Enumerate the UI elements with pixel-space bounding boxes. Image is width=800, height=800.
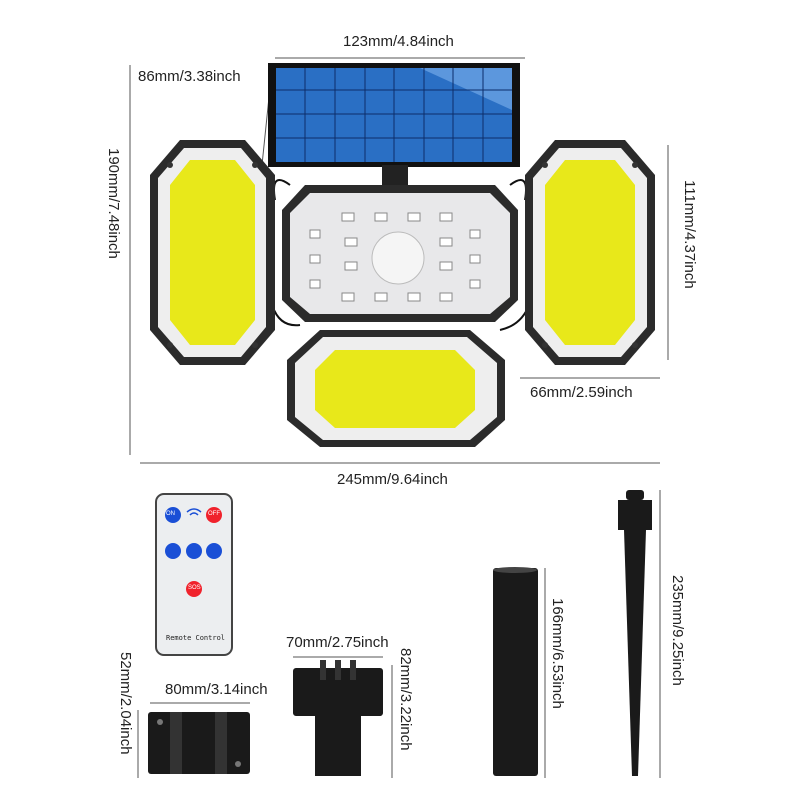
side-lamp-height-label: 111mm/4.37inch [681,180,698,289]
panel-height-label: 86mm/3.38inch [138,68,241,85]
mount-height-label: 82mm/3.22inch [397,648,414,751]
remote-control [155,493,233,656]
mount-adapter [293,660,383,776]
total-height-label: 190mm/7.48inch [105,148,122,259]
side-lamp-width-label: 66mm/2.59inch [530,384,633,401]
stake-length-label: 235mm/9.25inch [669,575,686,686]
total-width-label: 245mm/9.64inch [337,471,448,488]
right-lamp-panel [525,140,655,365]
remote-sos-button: SOS [188,585,201,591]
bottom-lamp-panel [287,330,505,447]
extension-tube [493,567,538,776]
solar-panel [268,63,520,185]
left-lamp-panel [150,140,275,365]
remote-off-button: OFF [208,511,220,517]
panel-width-label: 123mm/4.84inch [343,33,454,50]
led-center-body [282,185,518,322]
tube-length-label: 166mm/6.53inch [549,598,566,709]
remote-label: Remote Control [166,634,226,642]
ground-stake [618,490,652,776]
remote-on-button: ON [166,511,175,517]
wall-bracket [148,712,250,774]
dimension-lines [129,57,669,778]
mount-width-label: 70mm/2.75inch [286,634,389,651]
bracket-width-label: 80mm/3.14inch [165,681,268,698]
bracket-height-label: 52mm/2.04inch [117,652,134,755]
